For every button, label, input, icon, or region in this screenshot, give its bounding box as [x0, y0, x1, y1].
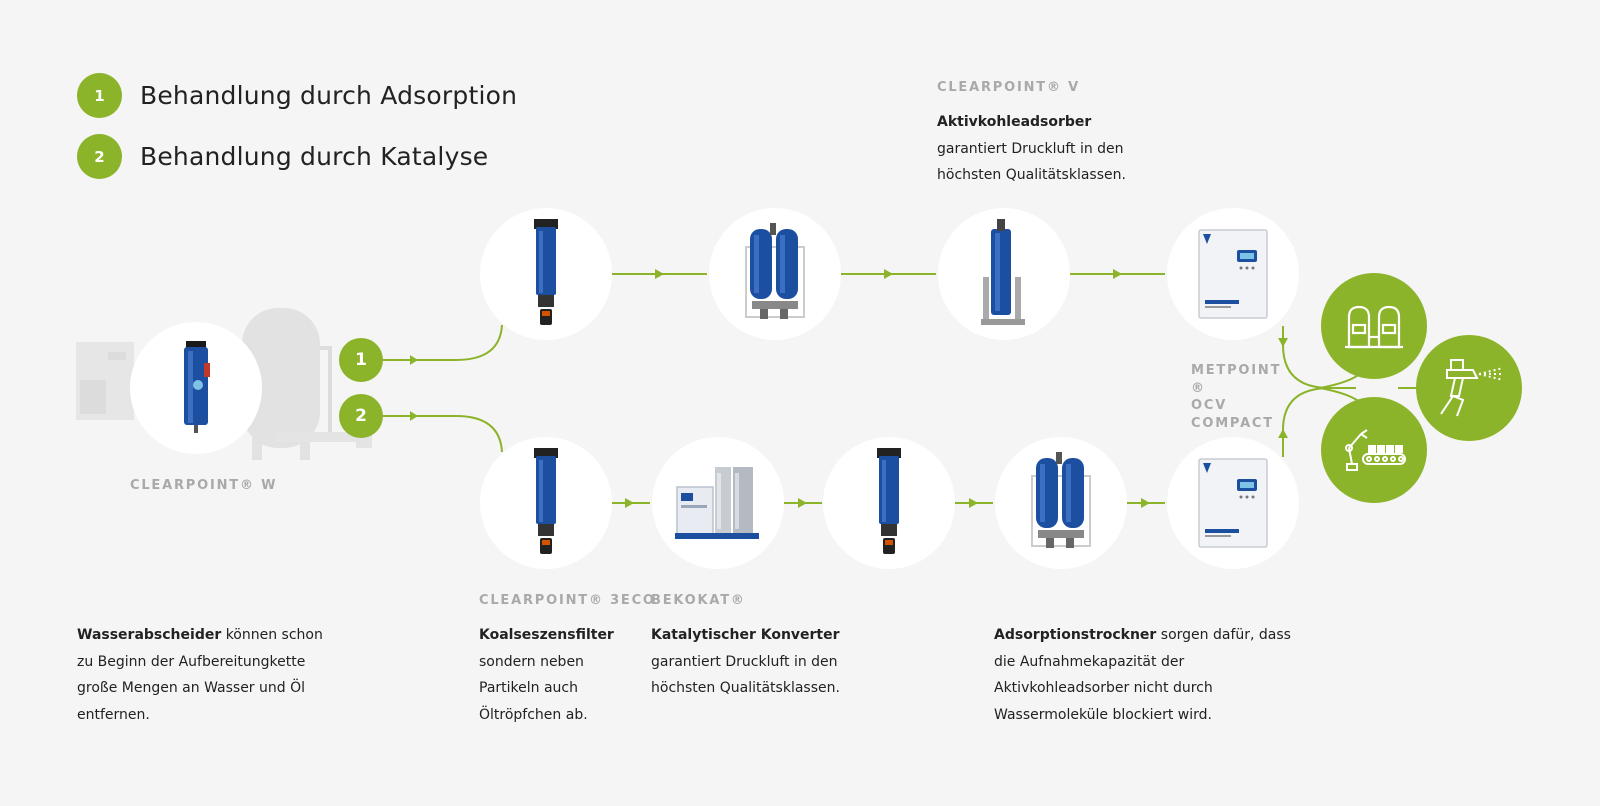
adsorber-icon: [981, 219, 1025, 325]
legend-label-adsorption: Behandlung durch Adsorption: [140, 81, 518, 110]
converter-icon: [675, 467, 759, 539]
description-kat-bold: Katalytischer Konverter: [651, 627, 840, 643]
product-clearpoint-v[interactable]: [938, 208, 1070, 340]
description-adsorp-text: sorgen dafür, dass die Aufnahmekapazität…: [994, 627, 1291, 723]
description-wasser-bold: Wasserabscheider: [77, 627, 222, 643]
legend-badge-2: 2: [77, 134, 122, 179]
filter-blue-icon: [184, 341, 210, 433]
description-aktiv-text: garantiert Druckluft in den höchsten Qua…: [937, 140, 1126, 184]
description-koal-text: sondern neben Partikeln auch Öltröpfchen…: [479, 653, 588, 723]
application-tanks[interactable]: [1321, 273, 1427, 379]
description-adsorptionstrockner: Adsorptionstrockner sorgen dafür, dass d…: [994, 622, 1294, 728]
filter-icon: [877, 448, 901, 554]
product-metpoint-ocv-top[interactable]: [1167, 208, 1299, 340]
legend-badge-1: 1: [77, 73, 122, 118]
description-koal-bold: Koalseszensfilter: [479, 627, 614, 643]
filter-icon: [534, 448, 558, 554]
spray-gun-icon: [1440, 359, 1504, 417]
caption-metpoint-line-1: METPOINT ®: [1191, 363, 1282, 396]
description-wasser-text: können schon zu Beginn der Aufbereitungk…: [77, 627, 323, 723]
step-badge-1: 1: [339, 338, 383, 382]
caption-clearpoint-v: CLEARPOINT® V: [937, 80, 1080, 95]
description-wasserabscheider: Wasserabscheider können schon zu Beginn …: [77, 622, 327, 728]
caption-metpoint-line-3: COMPACT: [1191, 415, 1274, 431]
description-katalytischer-konverter: Katalytischer Konverter garantiert Druck…: [651, 622, 841, 702]
description-kat-text: garantiert Druckluft in den höchsten Qua…: [651, 653, 840, 697]
monitor-box-icon: [1198, 458, 1268, 548]
product-adsorption-dryer-top[interactable]: [709, 208, 841, 340]
description-aktiv-bold: Aktivkohleadsorber: [937, 114, 1092, 130]
product-adsorption-dryer-bottom[interactable]: [995, 437, 1127, 569]
product-clearpoint-3eco[interactable]: [480, 437, 612, 569]
description-koalseszensfilter: Koalseszensfilter sondern neben Partikel…: [479, 622, 639, 728]
caption-clearpoint-w: CLEARPOINT® W: [130, 478, 278, 493]
product-clearpoint-filter-bottom[interactable]: [823, 437, 955, 569]
legend-label-katalyse: Behandlung durch Katalyse: [140, 142, 489, 171]
product-bekokat[interactable]: [652, 437, 784, 569]
dryer-icon: [745, 223, 805, 319]
legend-item-adsorption: 1 Behandlung durch Adsorption: [77, 73, 517, 118]
legend-item-katalyse: 2 Behandlung durch Katalyse: [77, 134, 488, 179]
product-clearpoint-w[interactable]: [130, 322, 262, 454]
caption-bekokat: BEKOKAT®: [651, 593, 746, 608]
application-robot-production[interactable]: [1321, 397, 1427, 503]
application-spray-painting[interactable]: [1416, 335, 1522, 441]
robot-conveyor-icon: [1345, 429, 1406, 471]
monitor-box-icon: [1198, 229, 1268, 319]
caption-clearpoint-3eco: CLEARPOINT® 3ECO: [479, 593, 656, 608]
caption-metpoint-ocv-compact: METPOINT ® OCV COMPACT: [1191, 362, 1291, 432]
dryer-icon: [1031, 452, 1091, 548]
filter-icon: [534, 219, 558, 325]
product-metpoint-ocv-bottom[interactable]: [1167, 437, 1299, 569]
compressor-tank-illustration: [76, 308, 372, 460]
step-badge-2: 2: [339, 394, 383, 438]
description-adsorp-bold: Adsorptionstrockner: [994, 627, 1157, 643]
caption-metpoint-line-2: OCV: [1191, 398, 1228, 413]
tank-pair-icon: [1345, 305, 1403, 349]
product-clearpoint-filter-top[interactable]: [480, 208, 612, 340]
description-aktivkohleadsorber: Aktivkohleadsorber garantiert Druckluft …: [937, 109, 1157, 189]
